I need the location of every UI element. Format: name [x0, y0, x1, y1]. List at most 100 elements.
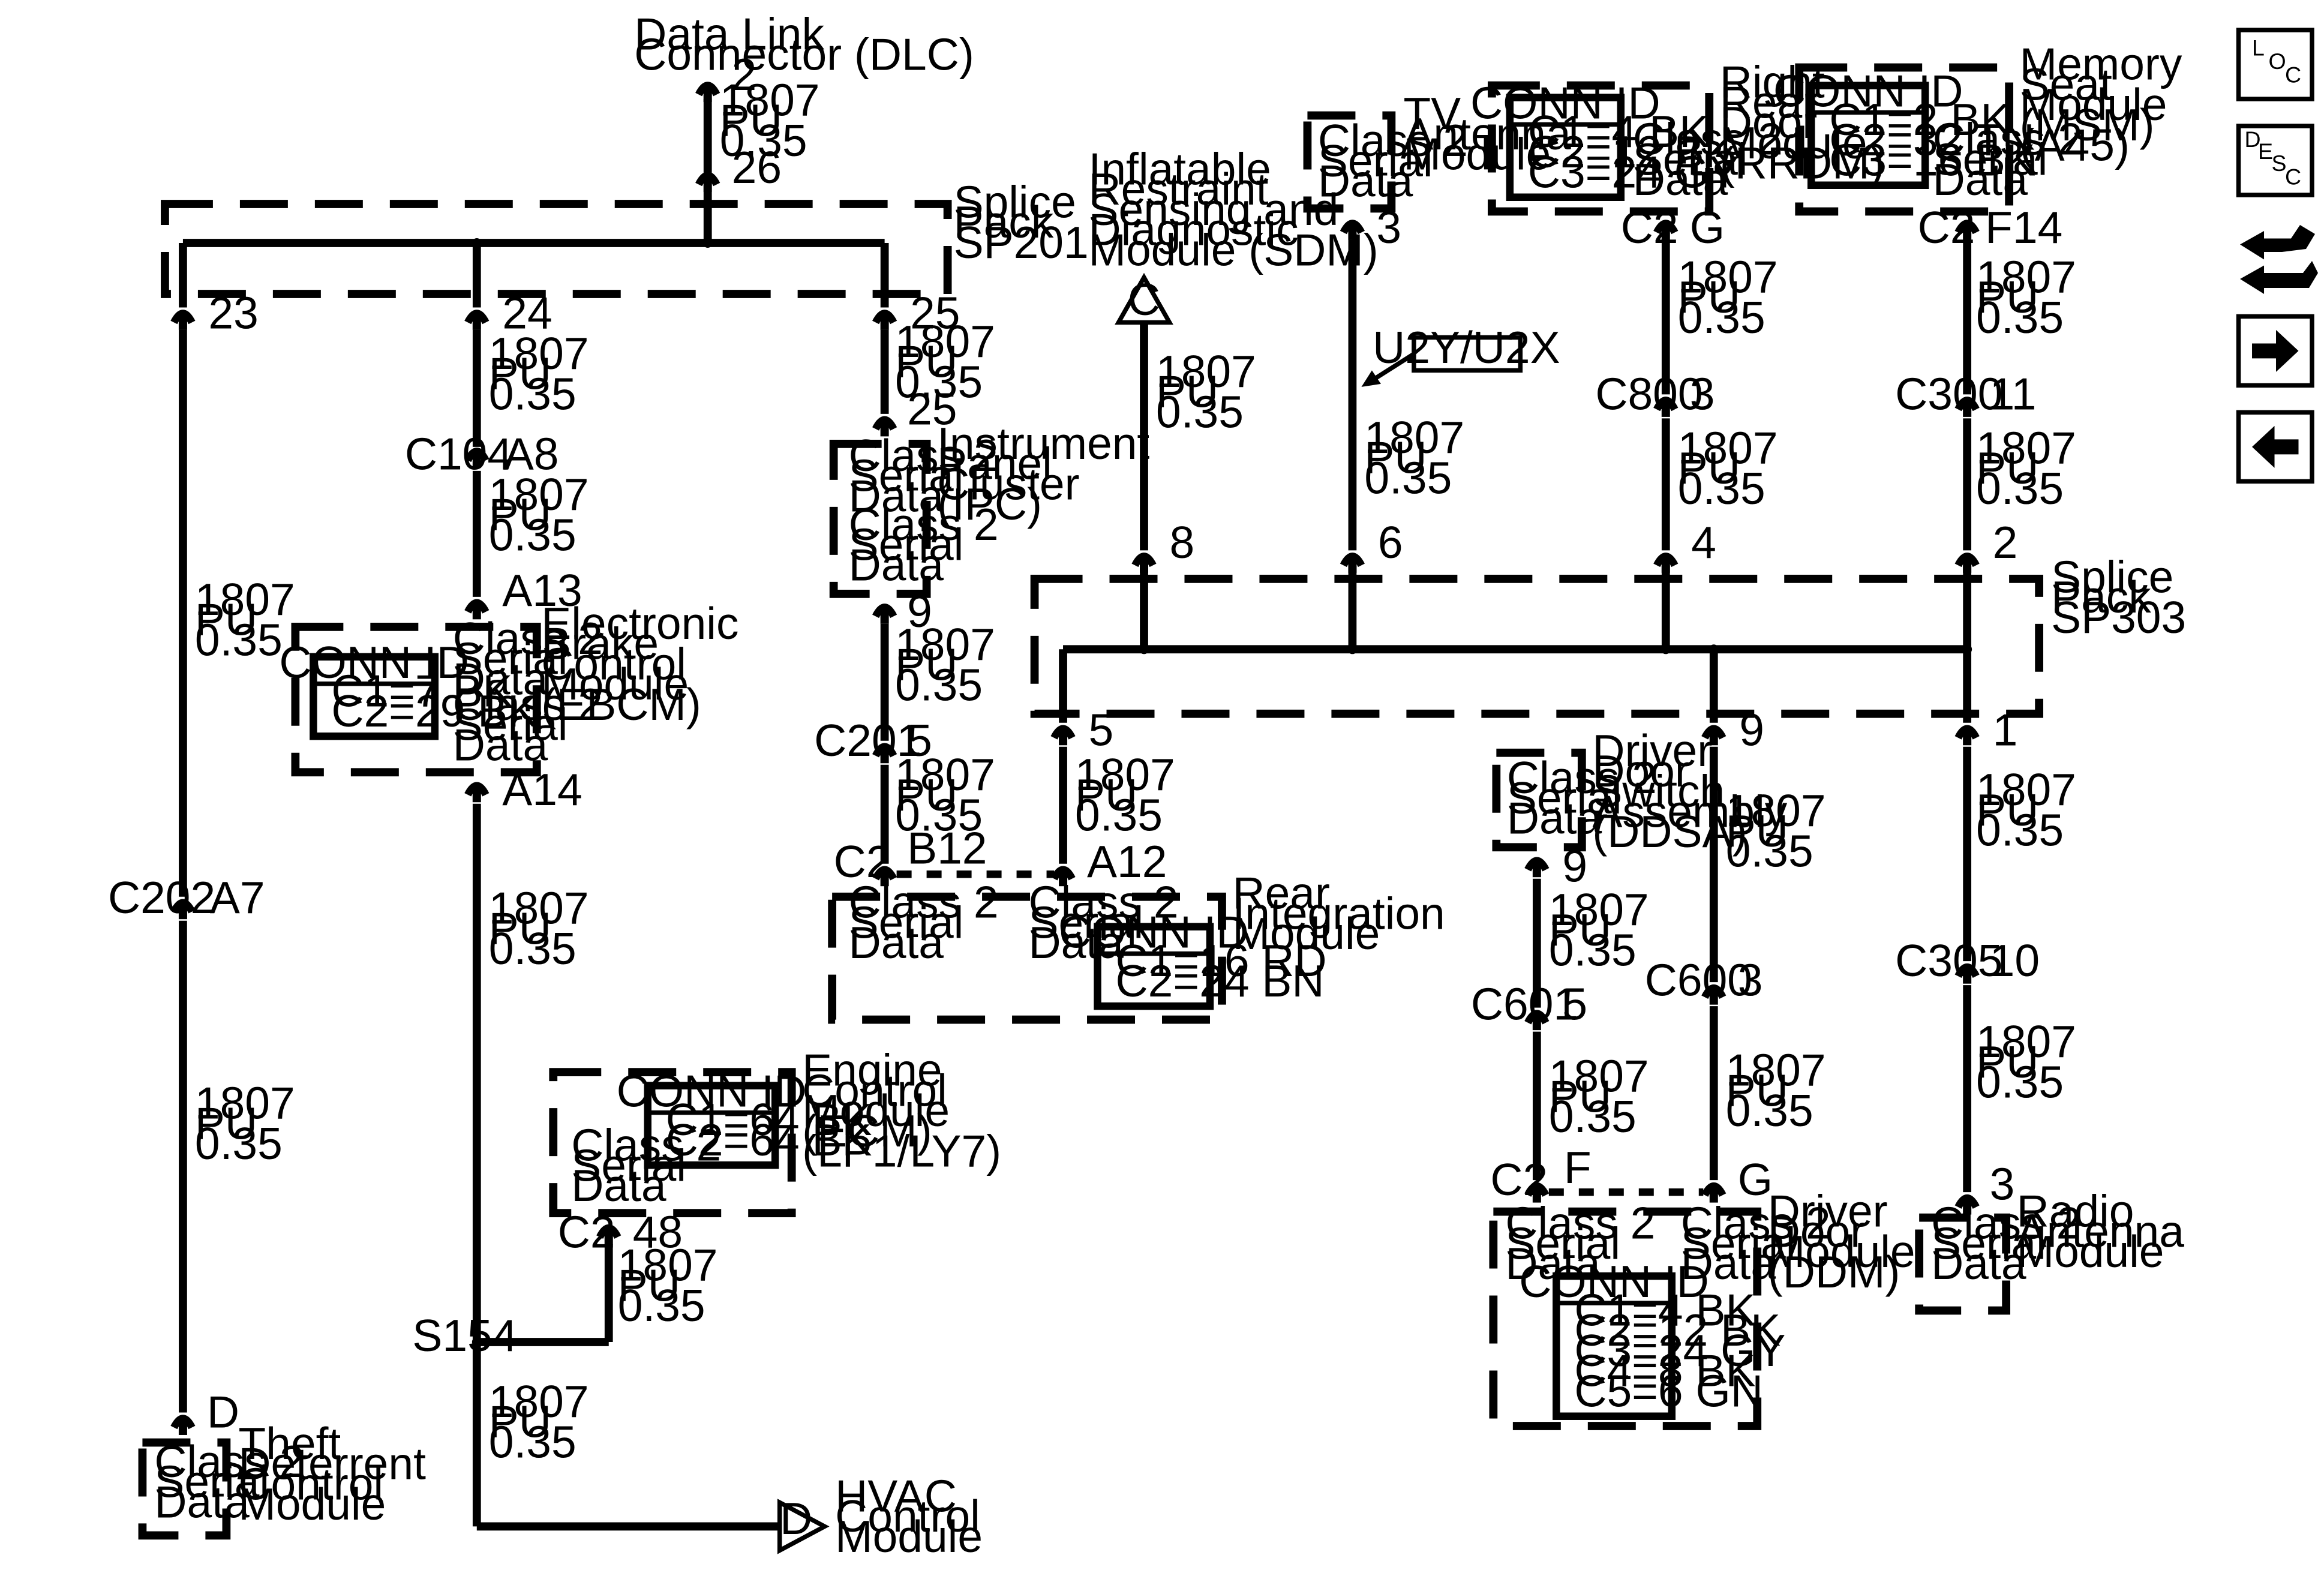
rrdm-wire-label-2: 1807 — [1678, 422, 1778, 473]
ebcm-label: Electronic — [541, 598, 738, 649]
ddsa-class2: Serial — [1507, 773, 1622, 823]
ddsa-wire-label-1: 1807 — [1549, 884, 1649, 935]
c201-pin-label: 5 — [907, 715, 932, 766]
c601-pin-label: 5 — [1562, 979, 1587, 1029]
sp303-label: Splice — [2051, 551, 2173, 602]
hvac-wire-label: PU — [489, 1397, 551, 1447]
u2y-option-box — [1412, 335, 1523, 373]
u2y-option-label: U2Y/U2X — [1373, 322, 1560, 373]
rim-conn-id-title: CONN ID — [1059, 907, 1249, 957]
ipc-wire-label-2: 0.35 — [895, 659, 983, 710]
tv-antenna-module — [1303, 111, 1396, 213]
ecm-pin-48-stub — [604, 1231, 613, 1245]
ipc-pin-25-stub — [880, 422, 889, 437]
msm-conn-id — [1807, 82, 1929, 190]
ipc-wire-label-1: 1807 — [895, 316, 995, 367]
ecm-class2: Class 2 — [571, 1120, 721, 1170]
tv-class2: Data — [1318, 156, 1413, 206]
ecm-wire-label: PU — [618, 1260, 680, 1310]
ddm-pin-label: F — [1564, 1142, 1592, 1193]
radio-class2: Data — [1931, 1238, 2026, 1289]
ddsa-label: Assembly — [1592, 786, 1787, 836]
ddm-class2-2: Serial — [1681, 1218, 1796, 1268]
sp303-pin-label: 6 — [1378, 517, 1403, 568]
c202-pin-stub — [178, 905, 187, 920]
rim-pin-b12-stub — [880, 872, 889, 887]
msm-label: Module — [2020, 79, 2167, 130]
loc-button-frame — [2236, 28, 2314, 101]
next-arrow[interactable] — [2236, 314, 2314, 388]
ecm-pin-48 — [596, 1224, 621, 1239]
ipc-label: Cluster — [937, 458, 1079, 509]
radio-label: Module — [2017, 1226, 2164, 1277]
loc-letter: L — [2252, 35, 2265, 61]
rim-pin-b12 — [872, 866, 897, 881]
c201-pin-stub — [880, 749, 889, 764]
ddsa-class2: Data — [1507, 793, 1602, 843]
sp201-pin-stub — [178, 316, 187, 330]
sp303-top-pin — [1131, 553, 1157, 568]
wrench-icon — [2240, 224, 2316, 260]
sdm-label: Module (SDM) — [1089, 224, 1379, 275]
ddm-wire-label-2: PU — [1726, 1065, 1788, 1115]
rrdm-c2-label: C2 — [1621, 202, 1679, 253]
prev-arrow[interactable] — [2236, 410, 2314, 484]
loc-button[interactable]: LOC — [2236, 28, 2314, 101]
c601-label: C601 — [1471, 979, 1578, 1029]
ipc-label: (IPC) — [937, 479, 1042, 529]
tv-label: TV — [1403, 88, 1461, 139]
c305-pin-stub — [1963, 970, 1972, 984]
sdm-label: Restraint — [1089, 164, 1269, 214]
ddsa-label: Switch — [1592, 766, 1725, 816]
sdm-wire-label: PU — [1156, 367, 1218, 417]
ddm-pin-g-stub — [1709, 1189, 1718, 1203]
rrdm-label: Rear — [1720, 77, 1817, 127]
sdm-label: Sensing and — [1089, 184, 1339, 235]
ebcm-wire-label-3: 1807 — [489, 883, 589, 933]
c800-pin-stub — [1661, 403, 1670, 417]
rear-integration-module — [828, 892, 1226, 1024]
rim-class2-1: Data — [849, 917, 944, 968]
dlc-label: Data Link — [634, 9, 824, 59]
radio-label: Antenna — [2017, 1206, 2185, 1256]
sp303-bottom-pin-stub — [1709, 731, 1718, 746]
rrdm-conn-id-row: C2=12 BK — [1528, 127, 1734, 177]
dlc-wire-label: PU — [720, 95, 782, 145]
rim-wire-label: 1807 — [1075, 749, 1175, 800]
theft-label: Module — [238, 1479, 386, 1529]
sp303-label: SP303 — [2051, 592, 2186, 643]
theft-label: Deterrent — [238, 1439, 426, 1489]
ddm-pin-g — [1701, 1182, 1727, 1197]
dlc-pin-label: 26 — [732, 142, 782, 193]
ddm-class2-1: Serial — [1505, 1218, 1620, 1268]
desc-button-frame — [2236, 124, 2314, 197]
hvac-label: HVAC — [835, 1470, 957, 1521]
msm-pin-label: F14 — [1985, 202, 2062, 253]
rim-c2-label: C2 — [834, 836, 891, 887]
ipc-pin-label: 25 — [907, 383, 957, 434]
ipc-class2-1: Class 2 — [849, 430, 999, 481]
rrdm-label: (RRDM) — [1720, 138, 1885, 188]
hvac-wire-label: 0.35 — [489, 1416, 577, 1467]
sp201-pin — [170, 310, 196, 325]
rim-wire-label: PU — [1075, 770, 1137, 820]
ebcm-wire-label-2: PU — [489, 490, 551, 540]
ddm-label: Module — [1768, 1226, 1915, 1277]
ebcm-label: Module — [541, 659, 689, 709]
ddm-conn-id-row: C5=6 GN — [1574, 1365, 1763, 1416]
ebcm-conn-id-title: CONN ID — [279, 637, 469, 688]
sp201-pin-label: 23 — [208, 287, 258, 338]
rrdm-class2: Serial — [1633, 134, 1748, 184]
ddsa-wire-label-2: 1807 — [1549, 1051, 1649, 1101]
theft-pin — [170, 1415, 196, 1430]
ddsa-label: Driver — [1592, 725, 1712, 776]
msm-wire-label-1: PU — [1976, 272, 2038, 322]
sdm-wire-label: 0.35 — [1156, 386, 1244, 437]
rim-class2-1: Serial — [849, 897, 964, 947]
tools-button[interactable] — [2240, 224, 2319, 294]
rrdm-wire-label-2: 0.35 — [1678, 463, 1765, 514]
ecm-class2: Serial — [571, 1140, 686, 1190]
c300-pin-label: 11 — [1990, 368, 2037, 419]
